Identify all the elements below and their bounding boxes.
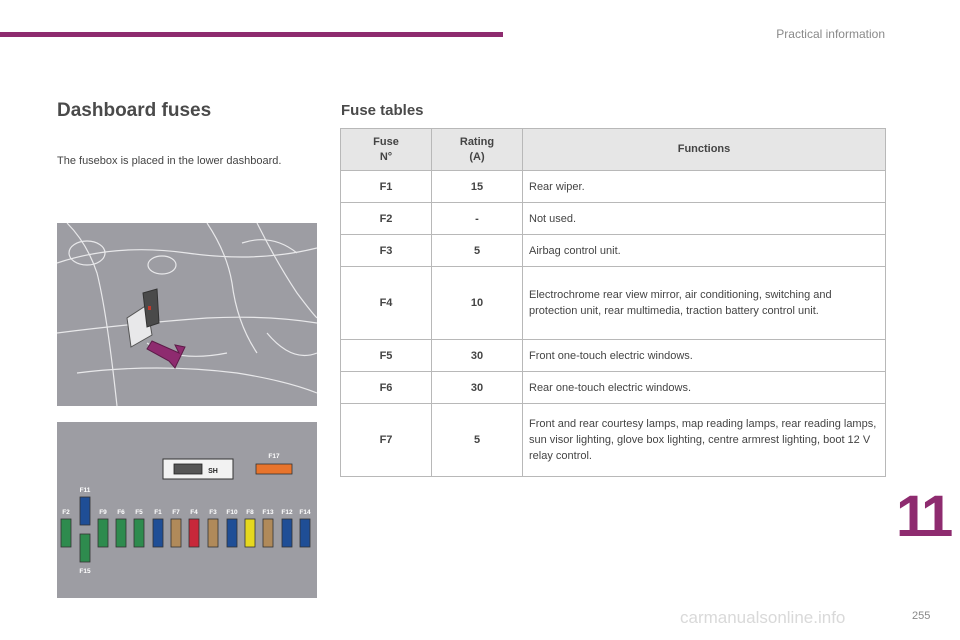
fuse-slot bbox=[170, 518, 182, 548]
table-title: Fuse tables bbox=[341, 102, 424, 119]
fuse-slot bbox=[188, 518, 200, 548]
section-title: Practical information bbox=[776, 27, 885, 41]
fuse-label: F9 bbox=[99, 509, 107, 516]
fuse-label: F12 bbox=[281, 509, 293, 516]
fuse-slot bbox=[97, 518, 109, 548]
fuse-label: F5 bbox=[135, 509, 143, 516]
fuse-slot bbox=[255, 463, 293, 475]
fuse-rating: 30 bbox=[431, 371, 523, 404]
fuse-function: Rear one-touch electric windows. bbox=[522, 371, 886, 404]
table-row: F1 15 Rear wiper. bbox=[340, 170, 886, 203]
fuse-label: F8 bbox=[246, 509, 254, 516]
fuse-label: F1 bbox=[154, 509, 162, 516]
header-rating: Rating (A) bbox=[431, 128, 523, 171]
page-number: 255 bbox=[912, 610, 931, 622]
table-row: F7 5 Front and rear courtesy lamps, map … bbox=[340, 403, 886, 477]
fuse-label: F7 bbox=[172, 509, 180, 516]
fuse-slot bbox=[244, 518, 256, 548]
shunt-body bbox=[173, 463, 203, 475]
fuse-table: Fuse N° Rating (A) Functions F1 15 Rear … bbox=[340, 128, 886, 477]
fuse-function: Electrochrome rear view mirror, air cond… bbox=[522, 266, 886, 340]
fuse-slot bbox=[281, 518, 293, 548]
table-header-row: Fuse N° Rating (A) Functions bbox=[340, 128, 886, 171]
fuse-rating: 10 bbox=[431, 266, 523, 340]
header-functions: Functions bbox=[522, 128, 886, 171]
fuse-number: F7 bbox=[340, 403, 432, 477]
header-accent-bar bbox=[0, 32, 503, 37]
fuse-slot bbox=[262, 518, 274, 548]
fuse-rating: 5 bbox=[431, 403, 523, 477]
fuse-label: F2 bbox=[62, 509, 70, 516]
header-fuse: Fuse N° bbox=[340, 128, 432, 171]
dashboard-illustration bbox=[57, 223, 317, 406]
page-title: Dashboard fuses bbox=[57, 100, 212, 121]
fuse-number: F5 bbox=[340, 339, 432, 372]
fuse-number: F4 bbox=[340, 266, 432, 340]
fuse-rating: 5 bbox=[431, 234, 523, 267]
fuse-slot bbox=[207, 518, 219, 548]
fuse-slot bbox=[60, 518, 72, 548]
table-row: F3 5 Airbag control unit. bbox=[340, 234, 886, 267]
watermark: carmanualsonline.info bbox=[680, 608, 846, 627]
table-row: F6 30 Rear one-touch electric windows. bbox=[340, 371, 886, 404]
fuse-label: F3 bbox=[209, 509, 217, 516]
shunt-label: SH bbox=[208, 468, 218, 475]
fuse-number: F3 bbox=[340, 234, 432, 267]
fuse-slot bbox=[299, 518, 311, 548]
fuse-function: Not used. bbox=[522, 202, 886, 235]
fuse-label: F14 bbox=[299, 509, 311, 516]
fuse-slot bbox=[79, 496, 91, 526]
fuse-rating: 30 bbox=[431, 339, 523, 372]
fuse-number: F1 bbox=[340, 170, 432, 203]
fuse-number: F2 bbox=[340, 202, 432, 235]
fuse-label: F4 bbox=[190, 509, 198, 516]
fuse-function: Front and rear courtesy lamps, map readi… bbox=[522, 403, 886, 477]
intro-text: The fusebox is placed in the lower dashb… bbox=[57, 155, 282, 167]
table-row: F4 10 Electrochrome rear view mirror, ai… bbox=[340, 266, 886, 340]
fuse-label: F17 bbox=[268, 453, 280, 460]
fuse-function: Front one-touch electric windows. bbox=[522, 339, 886, 372]
fuse-slot bbox=[152, 518, 164, 548]
fuse-rating: - bbox=[431, 202, 523, 235]
fuse-number: F6 bbox=[340, 371, 432, 404]
table-row: F2 - Not used. bbox=[340, 202, 886, 235]
fuse-function: Airbag control unit. bbox=[522, 234, 886, 267]
fuse-label: F10 bbox=[226, 509, 238, 516]
fuse-slot bbox=[226, 518, 238, 548]
fuse-slot bbox=[115, 518, 127, 548]
fuse-rating: 15 bbox=[431, 170, 523, 203]
fuse-slot bbox=[79, 533, 91, 563]
fuse-slot bbox=[133, 518, 145, 548]
fuse-function: Rear wiper. bbox=[522, 170, 886, 203]
chapter-number: 11 bbox=[896, 484, 953, 549]
fuse-label: F13 bbox=[262, 509, 274, 516]
fuse-label: F15 bbox=[79, 568, 91, 575]
table-row: F5 30 Front one-touch electric windows. bbox=[340, 339, 886, 372]
fuse-label: F11 bbox=[80, 487, 91, 494]
fuse-label: F6 bbox=[117, 509, 125, 516]
